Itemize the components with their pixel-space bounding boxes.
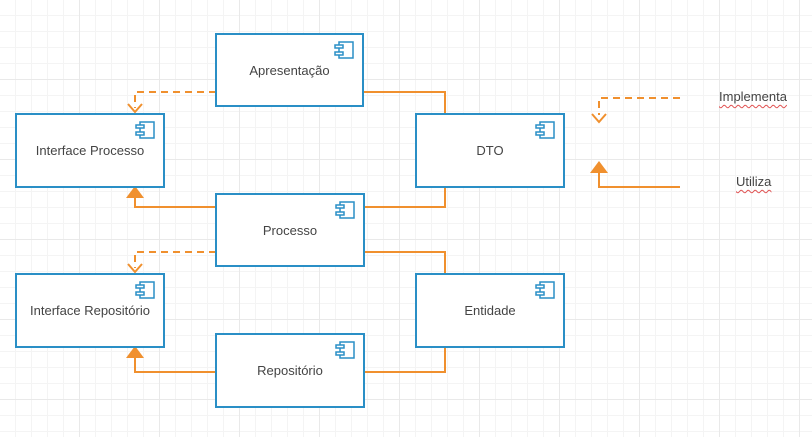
component-entidade[interactable]: Entidade bbox=[415, 273, 565, 348]
connector-processo-interface-processo bbox=[134, 197, 216, 208]
connector-repositorio-interface-repositorio bbox=[134, 357, 216, 373]
connector-processo-dto bbox=[364, 187, 446, 208]
component-interface-processo[interactable]: Interface Processo bbox=[15, 113, 165, 188]
legend-implementa-label: Implementa bbox=[719, 89, 787, 104]
connector-apresentacao-dto bbox=[364, 91, 446, 113]
legend-utiliza-label: Utiliza bbox=[736, 174, 772, 189]
open-arrowhead bbox=[591, 113, 607, 124]
connector-processo-entidade bbox=[364, 251, 446, 273]
legend-utiliza-line bbox=[598, 172, 680, 188]
component-label: DTO bbox=[476, 143, 504, 158]
component-apresentacao[interactable]: Apresentação bbox=[215, 33, 364, 107]
connector-processo-interface-repositorio bbox=[134, 251, 216, 268]
component-repositorio[interactable]: Repositório bbox=[215, 333, 365, 408]
component-label: Interface Repositório bbox=[30, 303, 150, 318]
component-label: Processo bbox=[262, 222, 318, 238]
open-arrowhead bbox=[127, 103, 143, 114]
open-arrowhead bbox=[127, 263, 143, 274]
component-label: Interface Processo bbox=[35, 143, 145, 158]
connector-apresentacao-interface-processo bbox=[134, 91, 216, 108]
legend-implementa-line bbox=[598, 97, 680, 115]
component-label: Apresentação bbox=[249, 62, 330, 78]
component-label: Entidade bbox=[464, 303, 516, 318]
filled-arrowhead bbox=[126, 346, 144, 358]
filled-arrowhead bbox=[126, 186, 144, 198]
connector-repositorio-entidade bbox=[364, 347, 446, 373]
component-dto[interactable]: DTO bbox=[415, 113, 565, 188]
filled-arrowhead bbox=[590, 161, 608, 173]
uml-component-icon bbox=[334, 41, 354, 59]
uml-component-icon bbox=[135, 281, 155, 299]
component-interface-repositorio[interactable]: Interface Repositório bbox=[15, 273, 165, 348]
component-processo[interactable]: Processo bbox=[215, 193, 365, 267]
uml-component-icon bbox=[535, 281, 555, 299]
uml-component-icon bbox=[135, 121, 155, 139]
uml-component-icon bbox=[535, 121, 555, 139]
uml-component-icon bbox=[335, 201, 355, 219]
component-label: Repositório bbox=[257, 363, 323, 378]
uml-component-icon bbox=[335, 341, 355, 359]
